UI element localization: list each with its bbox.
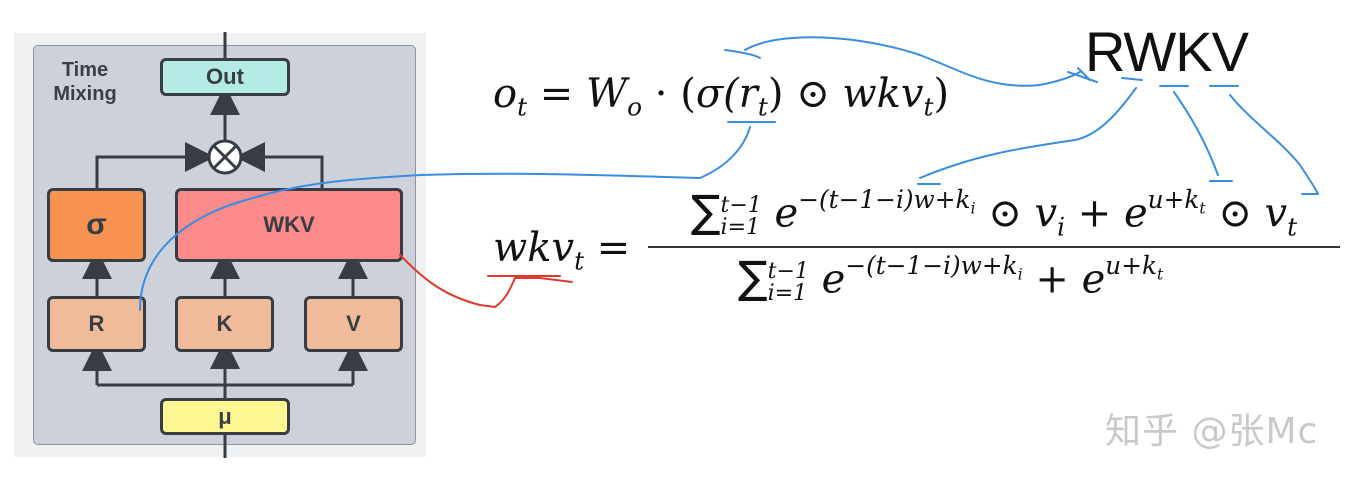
den-exp: −(t−1−i)w+k	[845, 251, 1018, 280]
k-label: K	[216, 311, 233, 336]
num-plus: + e	[1077, 190, 1148, 237]
eq-w-sub: o	[627, 92, 643, 122]
den-sum: ∑	[738, 252, 768, 304]
v-node: V	[304, 296, 403, 352]
out-label: Out	[206, 64, 244, 89]
watermark: 知乎 @张Mc	[1105, 411, 1319, 452]
wkv-label: WKV	[263, 212, 315, 237]
eq-r-sub: t	[757, 92, 768, 122]
out-node: Out	[160, 58, 290, 96]
num-end-sub: t	[1287, 212, 1298, 242]
eq-o: o	[493, 71, 518, 117]
eq-close-r: )	[767, 71, 784, 117]
fraction-bar	[648, 246, 1340, 248]
wkv-node: WKV	[175, 188, 403, 262]
num-e: e	[774, 190, 799, 237]
wkv-equals: =	[596, 225, 631, 271]
den-sum-lower: i=1	[767, 280, 808, 306]
num-exp2-sub: t	[1199, 199, 1206, 218]
den-plus: + e	[1035, 256, 1106, 303]
num-exp-sub: i	[970, 199, 976, 218]
eq-close-paren: )	[933, 71, 950, 117]
rwkv-label: RWKV	[1085, 20, 1249, 83]
annotation-v-link	[1229, 94, 1319, 195]
wkv-lhs: wkv	[493, 225, 575, 271]
eq-wkv: wkv	[842, 71, 924, 117]
eq-dot: ·	[654, 71, 668, 117]
den-e: e	[821, 256, 846, 303]
num-exp2: u+k	[1147, 185, 1200, 214]
num-mid-sub: i	[1057, 212, 1065, 242]
eq-odot: ⊙	[796, 71, 830, 117]
mu-node: μ	[160, 398, 290, 435]
block-title-line1: Time	[61, 59, 109, 81]
v-label: V	[346, 311, 361, 336]
den-exp2-sub: t	[1157, 265, 1164, 284]
k-node: K	[175, 296, 274, 352]
wkv-equation-lhs: wkvt =	[493, 222, 630, 288]
mu-label: μ	[218, 403, 232, 429]
eq-open-paren: (	[680, 71, 696, 117]
eq-sigma: σ	[695, 71, 724, 117]
num-exp: −(t−1−i)w+k	[798, 185, 971, 214]
num-mid: ⊙ v	[988, 190, 1058, 237]
num-sum-lower: i=1	[720, 214, 760, 240]
eq-equals: =	[539, 71, 574, 117]
sigma-node: σ	[47, 188, 146, 262]
eq-w: W	[586, 71, 628, 117]
num-sum: ∑	[690, 186, 721, 238]
block-title: Time Mixing	[45, 58, 125, 106]
sigma-label: σ	[86, 208, 107, 241]
num-end: ⊙ v	[1218, 190, 1288, 237]
output-equation: ot = Wo · (σ(rt) ⊙ wkvt)	[493, 68, 949, 134]
eq-o-sub: t	[517, 92, 528, 122]
den-exp-sub: i	[1017, 265, 1023, 284]
eq-wkv-sub: t	[923, 92, 934, 122]
wkv-lhs-sub: t	[574, 246, 585, 276]
den-exp2: u+k	[1105, 251, 1158, 280]
den-sum-upper: t−1	[767, 258, 809, 284]
r-label: R	[88, 311, 105, 336]
eq-r: (r	[723, 71, 758, 117]
annotation-k-link	[1173, 91, 1219, 176]
block-title-line2: Mixing	[53, 83, 117, 105]
annotation-w-link	[919, 87, 1137, 179]
r-node: R	[47, 296, 146, 352]
